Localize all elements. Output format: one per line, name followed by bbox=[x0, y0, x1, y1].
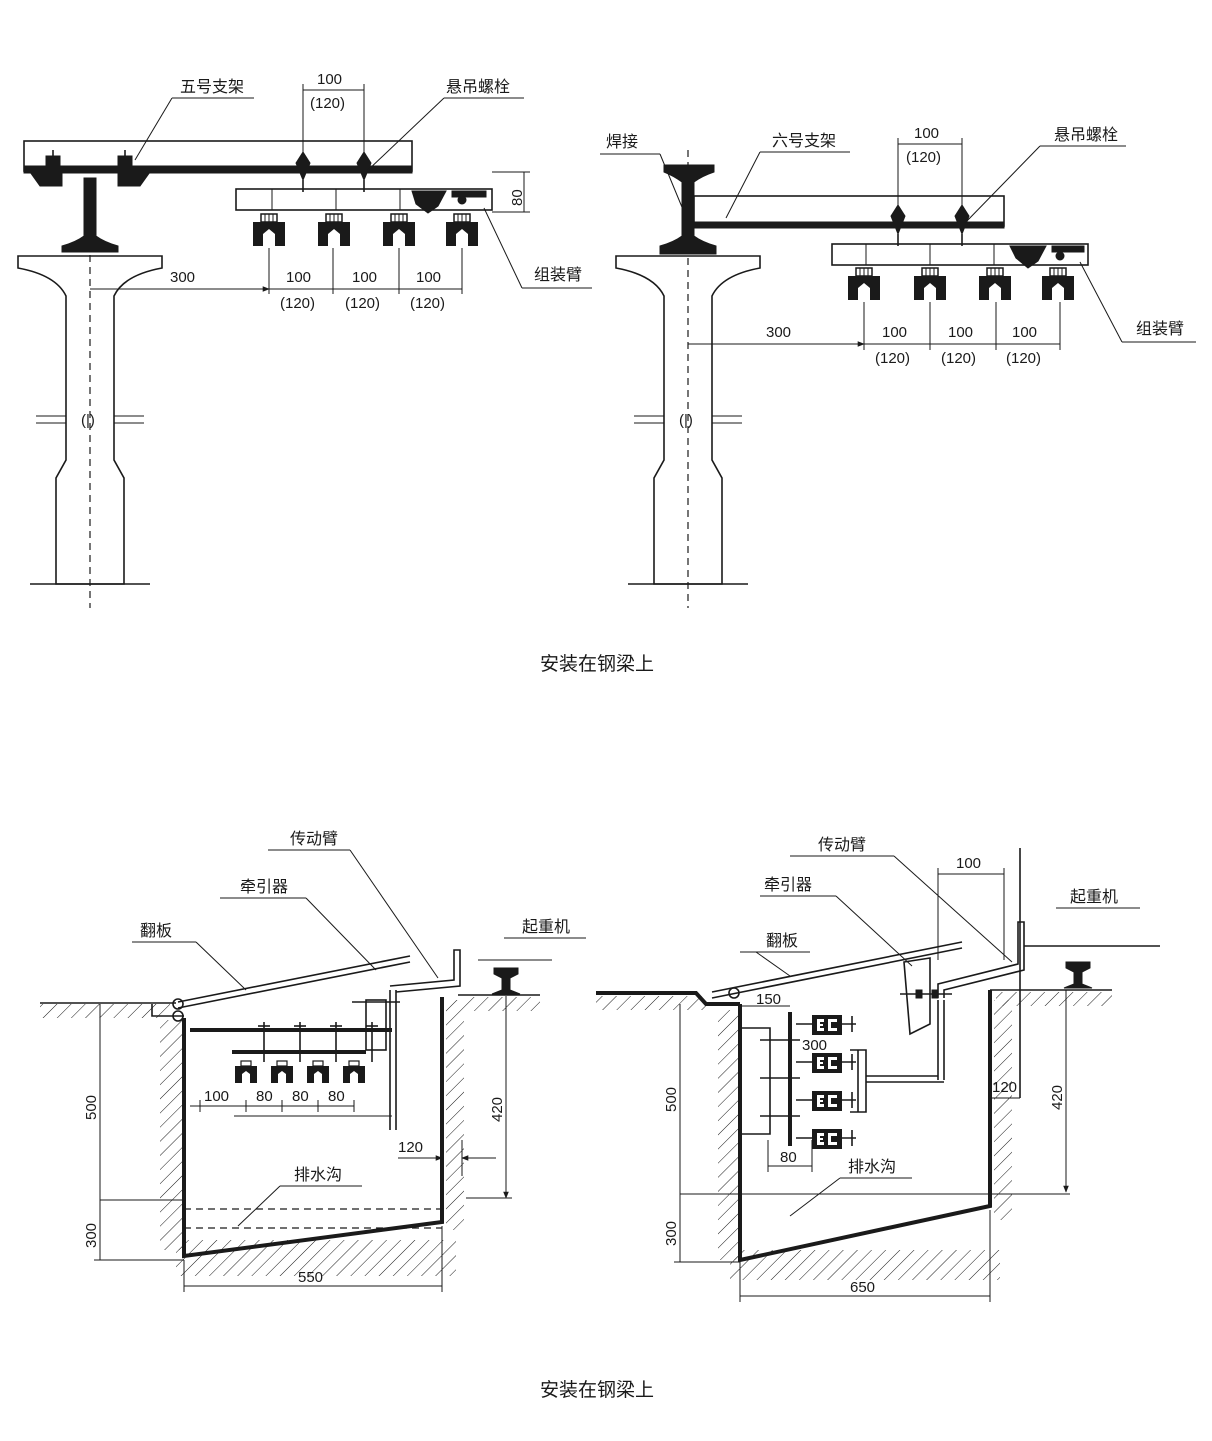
dim-top-right: 100 bbox=[956, 855, 981, 872]
dim-pit-width: 550 bbox=[298, 1269, 323, 1286]
dim-bolt-spacing-alt-right: (120) bbox=[906, 149, 941, 166]
suspension-bolt-right-1 bbox=[890, 204, 906, 236]
dim-pit-depth-right: 500 bbox=[663, 1087, 680, 1112]
dim-spacing-alt-1: (120) bbox=[280, 295, 315, 312]
assembly-arm-right bbox=[831, 243, 1089, 266]
collector-hanger-2 bbox=[317, 213, 351, 247]
dim-rail-height: 420 bbox=[489, 1097, 506, 1122]
collector-hanger-right-2 bbox=[913, 267, 947, 301]
dim-300-right: 300 bbox=[802, 1037, 827, 1054]
crane-rail-right bbox=[1063, 961, 1093, 989]
top-left-drawing: (|) 100 (120) bbox=[17, 71, 592, 608]
label-tractor-right: 牵引器 bbox=[764, 876, 812, 894]
dim-spacing-alt-3: (120) bbox=[410, 295, 445, 312]
small-hanger-2 bbox=[270, 1060, 294, 1084]
dim-spacing-2: 100 bbox=[352, 269, 377, 286]
label-crane: 起重机 bbox=[522, 918, 570, 936]
dim-row-3: 80 bbox=[292, 1088, 309, 1105]
label-drain-right: 排水沟 bbox=[848, 1158, 896, 1176]
flap-plate-right bbox=[711, 941, 963, 993]
top-right-drawing: (|) 100 (120) 300 100 bbox=[600, 125, 1196, 608]
label-assembly-arm-right: 组装臂 bbox=[1136, 320, 1184, 338]
label-crane-right: 起重机 bbox=[1070, 888, 1118, 906]
drive-arm-right bbox=[937, 921, 1025, 998]
label-tractor: 牵引器 bbox=[240, 878, 288, 896]
dim-row-1: 100 bbox=[204, 1088, 229, 1105]
flap-plate bbox=[177, 955, 411, 1003]
dim-offset: 300 bbox=[170, 269, 195, 286]
dim-spacing-right-1: 100 bbox=[882, 324, 907, 341]
small-hanger-4 bbox=[342, 1060, 366, 1084]
label-assembly-arm: 组装臂 bbox=[534, 266, 582, 284]
dim-drain-depth-right: 300 bbox=[663, 1221, 680, 1246]
label-bracket-5: 五号支架 bbox=[180, 78, 244, 96]
ec-collector-2 bbox=[812, 1053, 842, 1073]
dim-gap-right: 120 bbox=[992, 1079, 1017, 1096]
dim-bolt-spacing: 100 bbox=[317, 71, 342, 88]
ec-collector-1 bbox=[812, 1015, 842, 1035]
small-hanger-1 bbox=[234, 1060, 258, 1084]
collector-hanger-3 bbox=[382, 213, 416, 247]
dim-spacing-1: 100 bbox=[286, 269, 311, 286]
collector-hanger-4 bbox=[445, 213, 479, 247]
dim-offset-right: 300 bbox=[766, 324, 791, 341]
suspension-bolt-2 bbox=[356, 151, 372, 182]
dim-spacing-alt-2: (120) bbox=[345, 295, 380, 312]
center-mark-right: (|) bbox=[679, 412, 693, 429]
dim-spacing-alt-right-1: (120) bbox=[875, 350, 910, 367]
label-drive-arm: 传动臂 bbox=[290, 830, 338, 848]
rail-ibeam-right bbox=[659, 164, 717, 255]
collector-hanger-right-1 bbox=[847, 267, 881, 301]
collector-hanger-1 bbox=[252, 213, 286, 247]
dim-bolt-spacing-alt: (120) bbox=[310, 95, 345, 112]
dim-80-right: 80 bbox=[780, 1149, 797, 1166]
dim-arm-height: 80 bbox=[509, 189, 526, 206]
caption-top: 安装在钢梁上 bbox=[540, 653, 654, 675]
rail-ibeam bbox=[61, 177, 119, 253]
dim-150: 150 bbox=[756, 991, 781, 1008]
label-weld: 焊接 bbox=[606, 133, 638, 151]
pit-outline bbox=[182, 997, 444, 1259]
dim-row-2: 80 bbox=[256, 1088, 273, 1105]
dim-spacing-3: 100 bbox=[416, 269, 441, 286]
label-bracket-6: 六号支架 bbox=[772, 132, 836, 150]
dim-spacing-alt-right-2: (120) bbox=[941, 350, 976, 367]
label-suspension-bolt-right: 悬吊螺栓 bbox=[1054, 126, 1118, 144]
collector-hanger-right-3 bbox=[978, 267, 1012, 301]
ec-collector-3 bbox=[812, 1091, 842, 1111]
suspension-bolt-right-2 bbox=[954, 204, 970, 236]
dim-pit-depth: 500 bbox=[83, 1095, 100, 1120]
drive-arm bbox=[389, 949, 461, 993]
crane-rail bbox=[491, 967, 521, 995]
dim-gap: 120 bbox=[398, 1139, 423, 1156]
dim-pit-width-right: 650 bbox=[850, 1279, 875, 1296]
small-hanger-3 bbox=[306, 1060, 330, 1084]
assembly-arm bbox=[235, 188, 493, 211]
caption-bottom: 安装在钢梁上 bbox=[540, 1379, 654, 1401]
bottom-right-drawing: 100 150 300 80 500 300 650 420 120 传动臂 牵… bbox=[596, 836, 1160, 1302]
dim-spacing-right-2: 100 bbox=[948, 324, 973, 341]
bottom-left-drawing: 100 80 80 80 500 300 550 420 120 传动臂 牵引器… bbox=[40, 830, 586, 1292]
label-drive-arm-right: 传动臂 bbox=[818, 836, 866, 854]
ec-collector-4 bbox=[812, 1129, 842, 1149]
label-drain: 排水沟 bbox=[294, 1166, 342, 1184]
label-flap-right: 翻板 bbox=[766, 932, 798, 950]
dim-spacing-right-3: 100 bbox=[1012, 324, 1037, 341]
label-flap: 翻板 bbox=[140, 922, 172, 940]
center-mark: (|) bbox=[81, 412, 95, 429]
dim-bolt-spacing-right: 100 bbox=[914, 125, 939, 142]
dim-spacing-alt-right-3: (120) bbox=[1006, 350, 1041, 367]
dim-drain-depth: 300 bbox=[83, 1223, 100, 1248]
dim-rail-height-right: 420 bbox=[1049, 1085, 1066, 1110]
dim-row-4: 80 bbox=[328, 1088, 345, 1105]
label-suspension-bolt: 悬吊螺栓 bbox=[446, 78, 510, 96]
suspension-bolt-1 bbox=[295, 151, 311, 182]
pit-outline-right bbox=[738, 990, 992, 1263]
collector-hanger-right-4 bbox=[1041, 267, 1075, 301]
